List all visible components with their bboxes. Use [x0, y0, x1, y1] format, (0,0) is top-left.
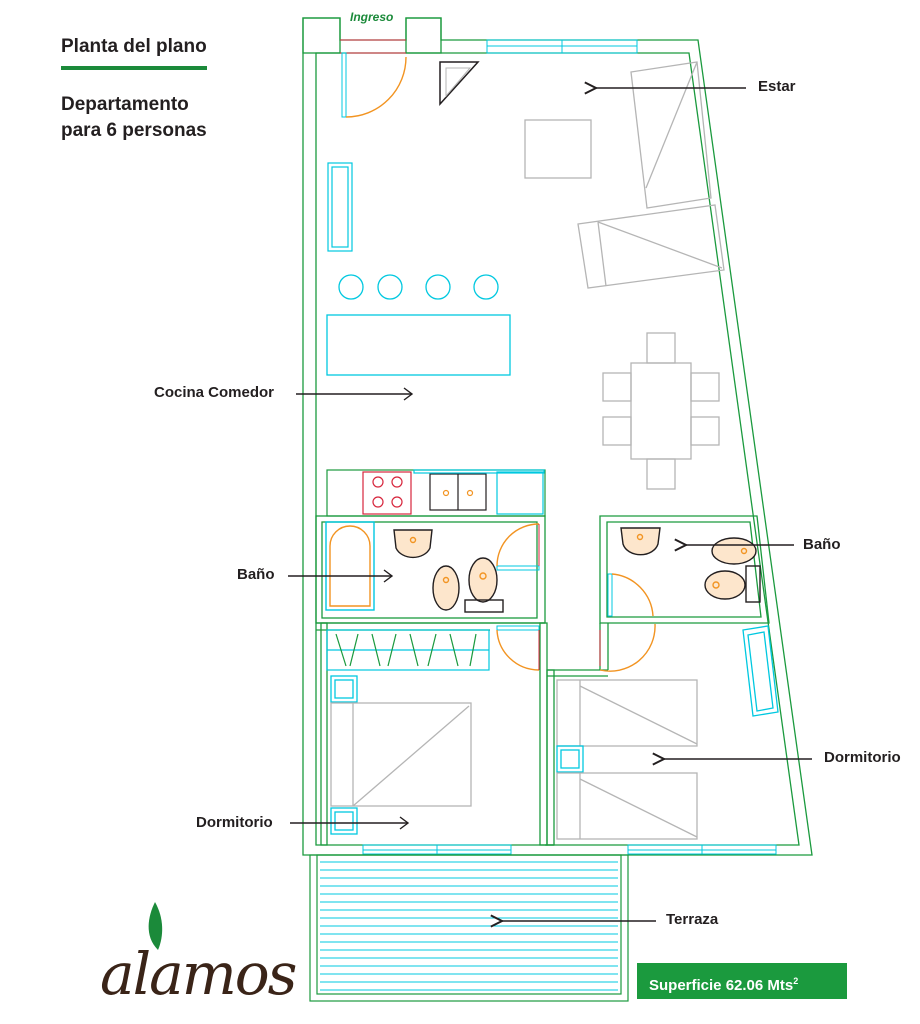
sink-right	[620, 527, 661, 556]
area-label: Superficie 62.06 Mts	[649, 977, 794, 994]
bed-left	[330, 675, 472, 835]
right-bath-door	[607, 573, 654, 617]
entrance-door	[340, 39, 407, 118]
label-terraza: Terraza	[666, 911, 719, 928]
fireplace	[439, 61, 480, 106]
leaf-icon	[148, 902, 163, 950]
arrow-bano-left-head	[383, 569, 394, 583]
area-superscript: 2	[793, 976, 799, 986]
kitchen-counter	[326, 469, 546, 517]
subtitle-line-1: Departamento	[61, 94, 189, 115]
callout-arrows	[288, 88, 812, 921]
logo-text: alamos	[100, 940, 297, 1008]
page-title: Planta del plano	[61, 36, 207, 57]
window-top	[486, 39, 638, 54]
kitchen-island	[326, 314, 511, 376]
terrace	[309, 854, 629, 1002]
left-bath-door	[496, 523, 540, 571]
bedroom-doors	[496, 623, 656, 672]
right-bathroom-walls	[599, 515, 770, 624]
sink-left	[393, 529, 433, 559]
toilet-left	[432, 557, 504, 613]
alamos-logo: alamos	[100, 900, 297, 1010]
arrow-dorm-left-head	[399, 816, 410, 830]
dining-table	[602, 332, 720, 490]
toilet-right	[704, 537, 761, 603]
area-badge: Superficie 62.06 Mts2	[637, 963, 847, 999]
wardrobe	[326, 629, 490, 671]
subtitle-line-2: para 6 personas	[61, 120, 207, 141]
arrow-cocina-head	[403, 387, 414, 401]
living-furniture	[524, 61, 725, 289]
bathtub	[325, 521, 375, 611]
title-underline	[61, 66, 207, 70]
label-dormitorio-right: Dormitorio	[824, 749, 901, 766]
stools	[338, 274, 499, 300]
label-bano-right: Baño	[803, 536, 841, 553]
window-bottom	[362, 844, 777, 855]
label-bano-left: Baño	[237, 566, 275, 583]
label-cocina-comedor: Cocina Comedor	[154, 384, 275, 401]
page-subtitle: Departamento para 6 personas	[61, 92, 207, 144]
bedroom-walls	[316, 622, 609, 846]
label-estar: Estar	[758, 78, 796, 95]
beds-right	[556, 625, 779, 840]
label-dormitorio-left: Dormitorio	[196, 814, 273, 831]
entry-label: Ingreso	[350, 10, 394, 24]
kitchen-cabinet	[327, 162, 353, 252]
